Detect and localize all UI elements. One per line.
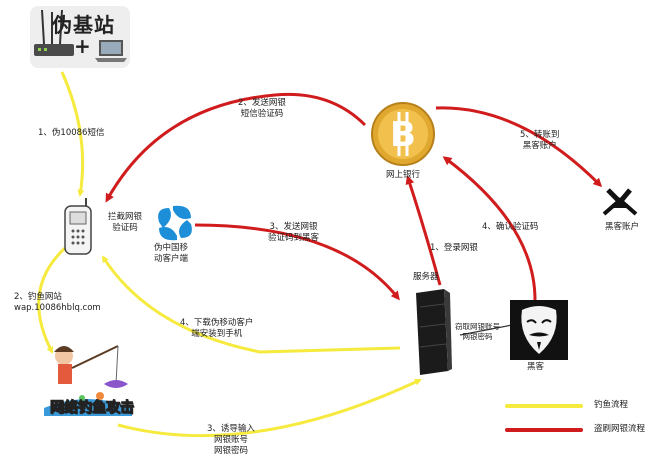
step-phishing-site-line2: wap.10086hblq.com — [14, 303, 101, 313]
arrow-steal-credentials — [459, 324, 513, 336]
phishing-attack-title: 网络钓鱼攻击 — [50, 400, 135, 417]
legend-theft-line — [505, 428, 583, 432]
step-transfer: 5、转账到 黑客账户 — [520, 130, 559, 152]
arrow-transfer — [435, 106, 603, 188]
step-download-client-line2: 端安装到手机 — [191, 329, 243, 339]
steal-credentials-label: 窃取网银账号 网银密码 — [455, 322, 500, 342]
fake-base-station-badge — [30, 6, 130, 68]
intercept-code-line1: 拦截网银 — [108, 212, 143, 222]
arrow-download-client — [101, 255, 401, 354]
svg-text:B: B — [390, 115, 416, 155]
step-induce-input: 3、诱导输入 网银账号 网银密码 — [207, 424, 255, 457]
step-login-bank: 1、登录网银 — [430, 243, 478, 253]
arrow-fake-sms — [60, 71, 85, 197]
step-send-sms-code-line2: 短信验证码 — [240, 109, 284, 119]
intercept-code-label: 拦截网银 验证码 — [108, 212, 142, 234]
arrow-confirm-code — [442, 156, 537, 301]
bitcoin-icon: B — [371, 102, 435, 166]
server-label: 服务器 — [413, 272, 439, 282]
fake-client-line2: 动客户端 — [154, 254, 189, 264]
arrow-send-sms-code — [105, 92, 367, 203]
router-icon — [34, 9, 74, 56]
china-mobile-logo — [158, 205, 192, 241]
step-send-code-hacker: 3、发送网银 验证码到黑客 — [268, 222, 319, 244]
legend-theft-label: 盗刷网银流程 — [594, 424, 646, 434]
step-fake-sms: 1、伪10086短信 — [38, 128, 105, 138]
hacker-account-label: 黑客账户 — [605, 222, 640, 232]
step-induce-input-line2: 网银账号 — [213, 435, 248, 445]
steal-credentials-line2: 网银密码 — [462, 332, 493, 341]
step-send-code-hacker-line2: 验证码到黑客 — [268, 233, 320, 243]
step-induce-input-line1: 3、诱导输入 — [207, 424, 255, 434]
plus-sign: + — [74, 34, 91, 58]
step-send-sms-code: 2、发送网银 短信验证码 — [238, 98, 286, 120]
arrow-induce-input — [117, 378, 422, 438]
phone-icon — [64, 198, 92, 255]
fake-client-line1: 伪中国移 — [154, 243, 189, 253]
online-bank-label: 网上银行 — [386, 170, 421, 180]
step-download-client-line1: 4、下载伪移动客户 — [180, 318, 254, 328]
fishing-cartoon-icon — [44, 345, 132, 416]
fake-client-label: 伪中国移 动客户端 — [154, 243, 188, 265]
step-confirm-code: 4、确认验证码 — [482, 222, 539, 232]
anonymous-mask-icon — [510, 300, 568, 360]
arrow-send-code-hacker — [194, 223, 400, 301]
step-send-code-hacker-line1: 3、发送网银 — [269, 222, 318, 232]
server-icon — [416, 289, 452, 375]
arrow-phishing-site — [37, 246, 67, 354]
step-phishing-site: 2、钓鱼网站 wap.10086hblq.com — [14, 292, 101, 314]
arrow-login-bank — [405, 175, 442, 286]
badge-title: 伪基站 — [52, 13, 115, 37]
steal-credentials-line1: 窃取网银账号 — [455, 322, 500, 331]
intercept-code-line2: 验证码 — [112, 223, 138, 233]
bank-card-icon — [602, 188, 638, 216]
step-transfer-line1: 5、转账到 — [520, 130, 560, 140]
laptop-icon — [95, 40, 127, 62]
legend-phishing-line — [505, 404, 583, 408]
step-send-sms-code-line1: 2、发送网银 — [238, 98, 286, 108]
hacker-label: 黑客 — [527, 362, 545, 372]
legend-phishing-label: 钓鱼流程 — [594, 400, 629, 410]
step-induce-input-line3: 网银密码 — [213, 446, 248, 456]
step-phishing-site-line1: 2、钓鱼网站 — [14, 292, 62, 302]
step-download-client: 4、下载伪移动客户 端安装到手机 — [180, 318, 253, 340]
step-transfer-line2: 黑客账户 — [522, 141, 557, 151]
